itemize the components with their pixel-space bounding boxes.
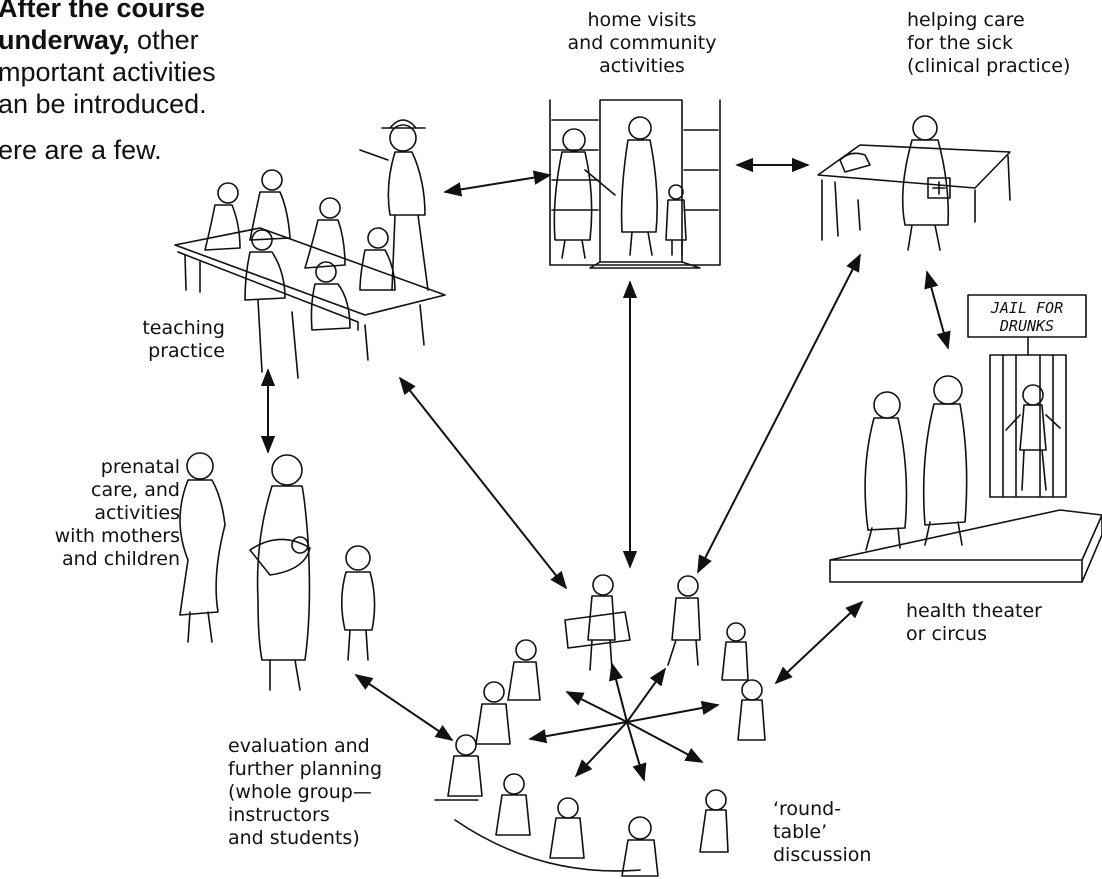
label-teaching-practice: teaching practice	[142, 317, 225, 362]
label-prenatal-care: prenatal care, and activities with mothe…	[54, 456, 180, 570]
intro-text: After the course underway, other mportan…	[0, 0, 298, 166]
arrow-theater-round	[774, 600, 864, 685]
clinical-practice-drawing	[817, 115, 1011, 251]
label-evaluation: evaluation and further planning (whole g…	[228, 735, 383, 849]
label-home-visits: home visits and community activities	[567, 9, 717, 77]
arrow-care-round	[697, 253, 861, 574]
prenatal-care-drawing	[179, 452, 376, 691]
intro-line-2-bold: underway,	[0, 25, 130, 55]
intro-line-3: mportant activities	[0, 57, 216, 87]
label-roundtable: ‘round- table’ discussion	[773, 798, 872, 866]
arrow-teaching-round	[398, 376, 568, 590]
label-health-theater: health theater or circus	[906, 600, 1042, 645]
intro-line-5: ere are a few.	[0, 135, 162, 165]
home-visits-drawing	[549, 99, 721, 269]
jail-sign-line-1: JAIL FOR	[990, 299, 1063, 317]
intro-line-2-rest: other	[129, 25, 199, 55]
health-theater-drawing: JAIL FOR DRUNKS	[829, 294, 1102, 583]
roundtable-star-arrows	[528, 662, 720, 782]
roundtable-drawing	[434, 574, 766, 877]
intro-line-1: After the course	[0, 0, 206, 23]
jail-sign-line-2: DRUNKS	[999, 317, 1054, 335]
arrow-care-theater	[924, 270, 951, 350]
teaching-practice-drawing	[174, 119, 446, 379]
label-helping-care: helping care for the sick (clinical prac…	[907, 9, 1071, 77]
connection-arrows	[260, 157, 951, 742]
arrow-prenatal-round	[354, 673, 454, 742]
arrow-teaching-homevisits	[443, 170, 552, 197]
intro-line-2: underway, other	[0, 24, 298, 56]
intro-line-4: an be introduced.	[0, 89, 207, 119]
